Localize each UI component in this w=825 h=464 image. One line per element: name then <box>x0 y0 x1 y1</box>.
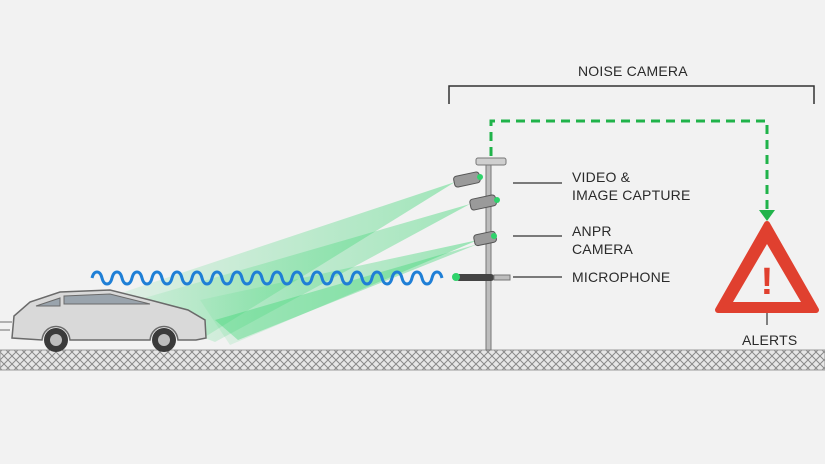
microphone-icon <box>452 273 511 281</box>
microphone-label: MICROPHONE <box>572 269 671 285</box>
alert-path-arrow <box>759 210 775 221</box>
anpr-camera-label: ANPR CAMERA <box>572 223 634 257</box>
sound-wave <box>90 270 444 286</box>
anpr-beam-inner <box>215 244 478 340</box>
alert-symbol: ! <box>761 261 774 303</box>
diagram-title: NOISE CAMERA <box>578 63 688 79</box>
car-icon <box>0 289 207 352</box>
camera-icon <box>453 171 500 247</box>
road <box>0 349 825 371</box>
camera-pole <box>475 157 507 351</box>
title-bracket <box>448 85 815 104</box>
alert-path <box>489 119 769 212</box>
alerts-label: ALERTS <box>742 332 798 348</box>
anpr-beam <box>200 240 478 345</box>
video-capture-label: VIDEO & IMAGE CAPTURE <box>572 169 691 203</box>
warning-triangle-icon: ! <box>715 221 819 313</box>
